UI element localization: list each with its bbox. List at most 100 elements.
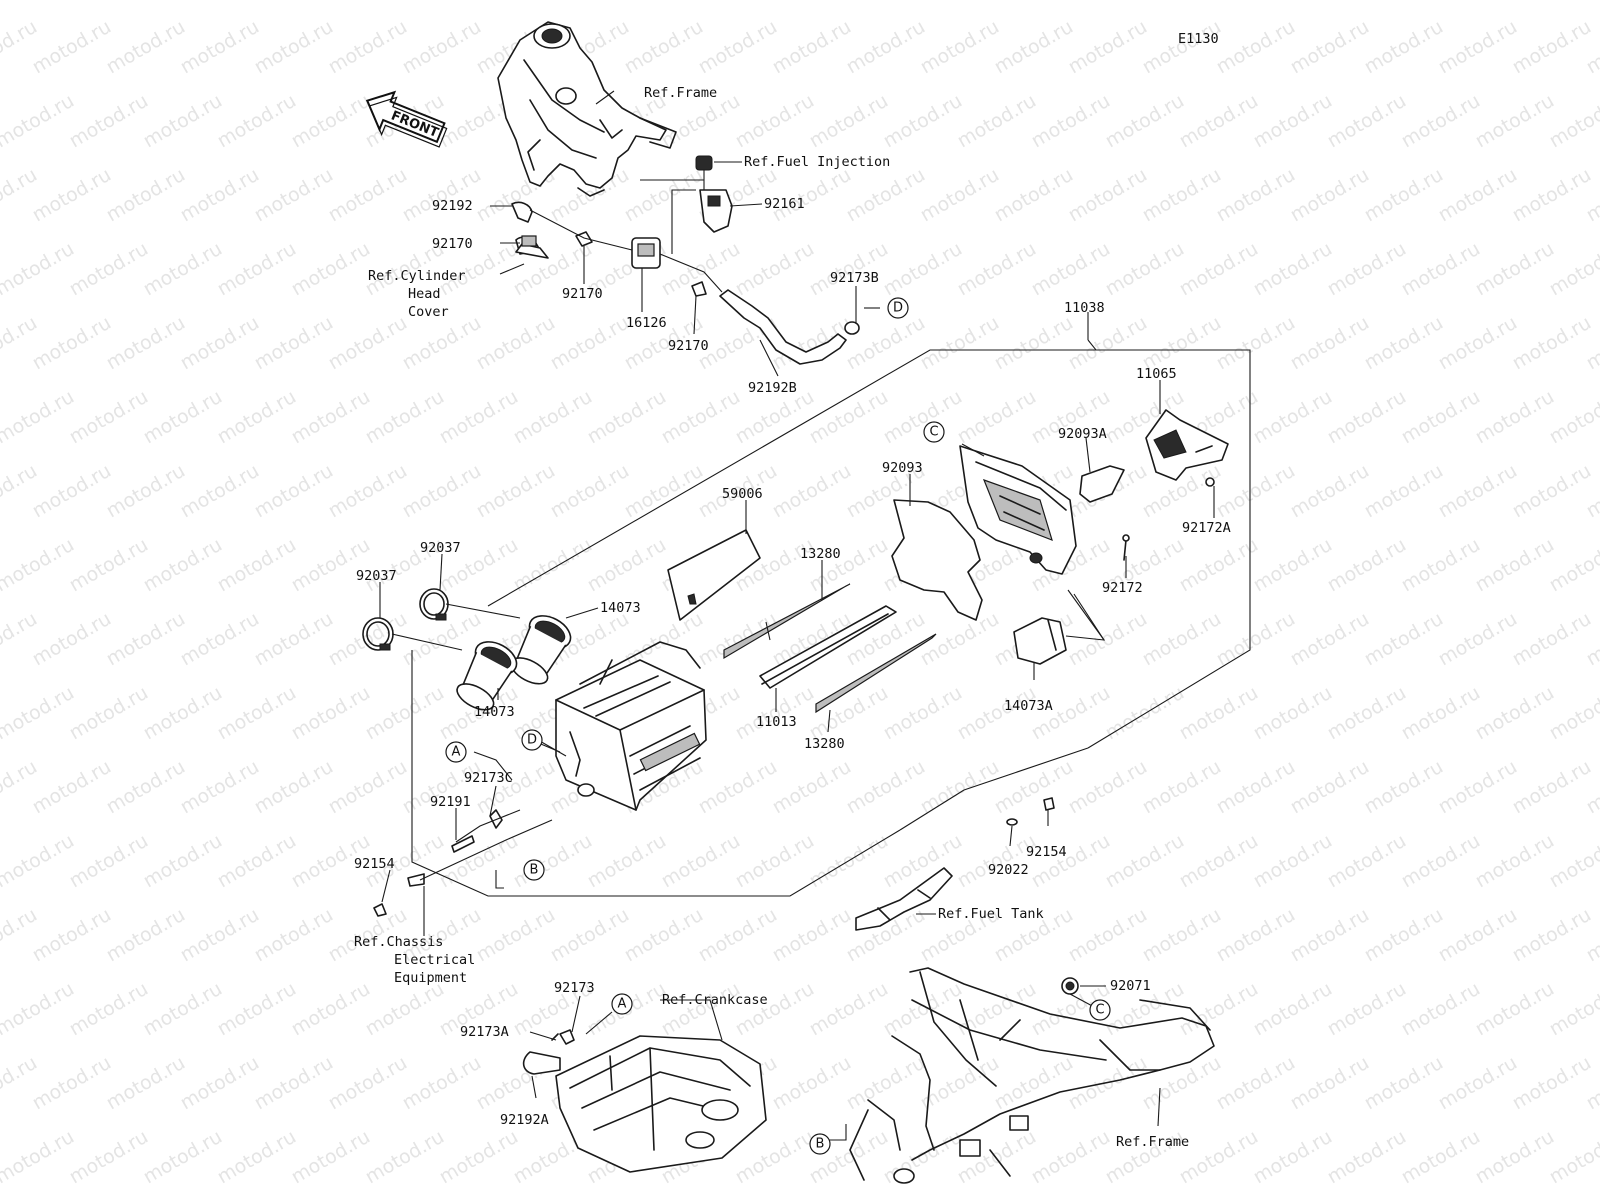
watermark-text: motod.ru	[954, 830, 1040, 893]
watermark-text: motod.ru	[880, 978, 966, 1041]
watermark-text: motod.ru	[1287, 1052, 1373, 1115]
watermark-text: motod.ru	[103, 608, 189, 671]
watermark-text: motod.ru	[362, 1126, 448, 1189]
watermark-text: motod.ru	[695, 904, 781, 967]
watermark-text: motod.ru	[0, 682, 78, 745]
watermark-text: motod.ru	[214, 534, 300, 597]
watermark-text: motod.ru	[140, 90, 226, 153]
svg-text:B: B	[530, 863, 539, 878]
part-label-92173C: 92173C	[464, 770, 513, 786]
watermark-text: motod.ru	[66, 386, 152, 449]
watermark-text: motod.ru	[473, 904, 559, 967]
watermark-text: motod.ru	[1398, 1126, 1484, 1189]
watermark-text: motod.ru	[103, 312, 189, 375]
watermark-text: motod.ru	[1287, 16, 1373, 79]
part-label-14073A: 14073A	[1004, 698, 1053, 714]
watermark-text: motod.ru	[288, 1126, 374, 1189]
watermark-text: motod.ru	[325, 1052, 411, 1115]
watermark-text: motod.ru	[1324, 1126, 1410, 1189]
watermark-text: motod.ru	[140, 978, 226, 1041]
watermark-text: motod.ru	[991, 312, 1077, 375]
watermark-text: motod.ru	[1102, 0, 1188, 4]
ref-chassis-line1: Ref.Chassis	[354, 934, 443, 950]
leader-lines	[379, 90, 1215, 1141]
watermark-text: motod.ru	[1213, 904, 1299, 967]
air-filter-element-11013	[723, 583, 937, 714]
watermark-text: motod.ru	[1065, 608, 1151, 671]
watermark-text: motod.ru	[584, 386, 670, 449]
watermark-text: motod.ru	[1509, 904, 1595, 967]
watermark-text: motod.ru	[362, 0, 448, 4]
watermark-text: motod.ru	[1546, 1126, 1600, 1189]
watermark-text: motod.ru	[66, 238, 152, 301]
watermark-text: motod.ru	[66, 682, 152, 745]
watermark-text: motod.ru	[1435, 904, 1521, 967]
watermark-text: motod.ru	[1435, 164, 1521, 227]
watermark-text: motod.ru	[103, 756, 189, 819]
watermark-text: motod.ru	[510, 0, 596, 4]
watermark-text: motod.ru	[1287, 460, 1373, 523]
watermark-text: motod.ru	[806, 238, 892, 301]
watermark-text: motod.ru	[1176, 978, 1262, 1041]
watermark-text: motod.ru	[251, 904, 337, 967]
svg-text:C: C	[929, 425, 938, 440]
callout-b-frame: B	[809, 1133, 831, 1155]
watermark-text: motod.ru	[29, 164, 115, 227]
svg-text:C: C	[1095, 1003, 1104, 1018]
watermark-text: motod.ru	[0, 1126, 78, 1189]
watermark-text: motod.ru	[510, 830, 596, 893]
bracket-11065	[1145, 409, 1229, 487]
part-label-92071: 92071	[1110, 978, 1151, 994]
watermark-text: motod.ru	[732, 90, 818, 153]
watermark-text: motod.ru	[251, 460, 337, 523]
watermark-text: motod.ru	[1509, 756, 1595, 819]
watermark-text: motod.ru	[399, 164, 485, 227]
part-label-92170-b: 92170	[562, 286, 603, 302]
watermark-text: motod.ru	[214, 1126, 300, 1189]
watermark-text: motod.ru	[510, 386, 596, 449]
watermark-text: motod.ru	[1065, 904, 1151, 967]
watermark-text: motod.ru	[1102, 682, 1188, 745]
ref-chassis-line3: Equipment	[394, 970, 467, 986]
watermark-text: motod.ru	[1287, 904, 1373, 967]
watermark-text: motod.ru	[1546, 830, 1600, 893]
watermark-text: motod.ru	[991, 16, 1077, 79]
watermark-text: motod.ru	[140, 682, 226, 745]
watermark-text: motod.ru	[1176, 90, 1262, 153]
watermark-text: motod.ru	[880, 1126, 966, 1189]
watermark-text: motod.ru	[288, 386, 374, 449]
watermark-text: motod.ru	[880, 238, 966, 301]
watermark-text: motod.ru	[177, 164, 263, 227]
watermark-text: motod.ru	[1176, 238, 1262, 301]
watermark-text: motod.ru	[0, 534, 78, 597]
watermark-text: motod.ru	[288, 238, 374, 301]
ref-cylinder-line3: Cover	[408, 304, 449, 320]
watermark-text: motod.ru	[1250, 534, 1336, 597]
watermark-text: motod.ru	[1435, 1052, 1521, 1115]
watermark-text: motod.ru	[880, 682, 966, 745]
watermark-text: motod.ru	[66, 830, 152, 893]
watermark-text: motod.ru	[214, 682, 300, 745]
watermark-text: motod.ru	[658, 830, 744, 893]
watermark-text: motod.ru	[29, 904, 115, 967]
watermark-text: motod.ru	[399, 460, 485, 523]
watermark-text: motod.ru	[1472, 0, 1558, 4]
watermark-text: motod.ru	[584, 0, 670, 4]
callout-b-airbox: B	[523, 859, 545, 881]
watermark-text: motod.ru	[1509, 1052, 1595, 1115]
pad-92093A	[1079, 465, 1125, 503]
watermark-text: motod.ru	[1509, 16, 1595, 79]
part-label-92093: 92093	[882, 460, 923, 476]
watermark-text: motod.ru	[1361, 460, 1447, 523]
watermark-text: motod.ru	[473, 756, 559, 819]
watermark-text: motod.ru	[288, 534, 374, 597]
callout-d-airbox: D	[521, 729, 543, 751]
watermark-text: motod.ru	[991, 164, 1077, 227]
watermark-text: motod.ru	[436, 386, 522, 449]
watermark-text: motod.ru	[917, 756, 1003, 819]
watermark-text: motod.ru	[1472, 682, 1558, 745]
watermark-text: motod.ru	[1361, 16, 1447, 79]
watermark-text: motod.ru	[1139, 16, 1225, 79]
